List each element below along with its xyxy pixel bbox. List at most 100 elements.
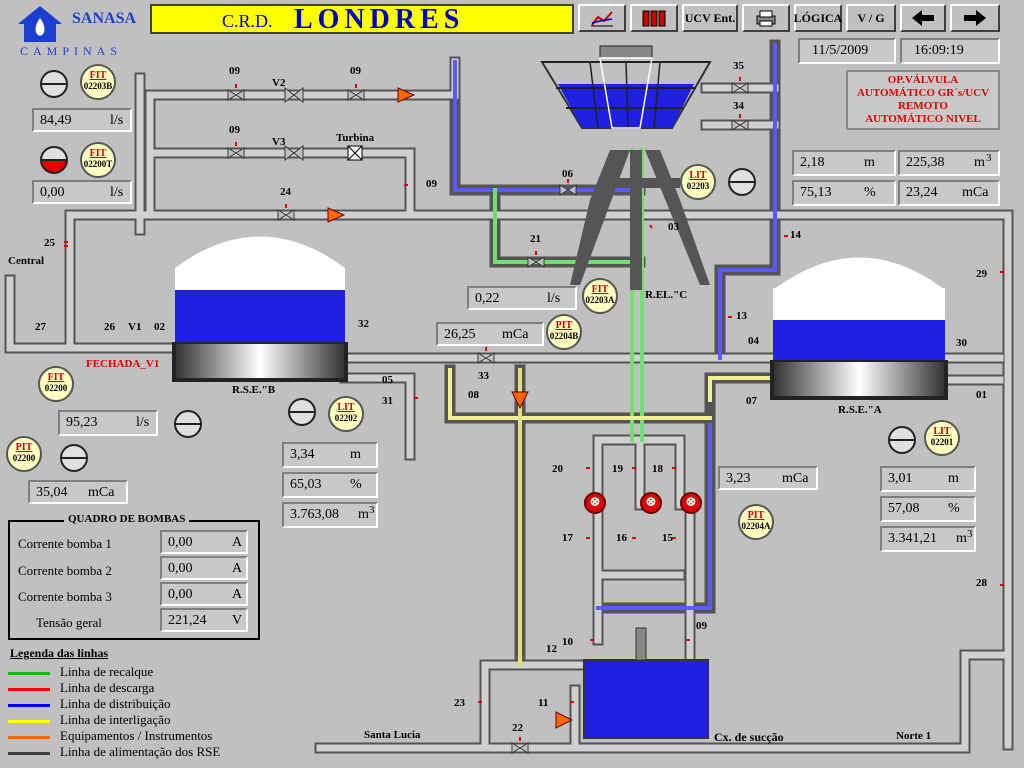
value: 84,49 (40, 113, 72, 128)
gauge-fit-02200t-icon (40, 146, 68, 174)
unit: mCa (502, 327, 529, 342)
unit: l/s (110, 185, 124, 200)
tag-type: LIT (689, 170, 707, 181)
valve-v3[interactable]: V3 (272, 136, 286, 148)
forward-button[interactable] (950, 4, 1000, 32)
pump-2-icon[interactable]: ⊗ (640, 492, 662, 514)
print-button[interactable] (742, 4, 790, 32)
valve-21[interactable]: 21 (530, 233, 541, 245)
valve-v1[interactable]: V1 (128, 321, 142, 333)
value: 23,24 (906, 185, 938, 200)
valve-34[interactable]: 34 (733, 100, 744, 112)
bars-button[interactable] (630, 4, 678, 32)
tag-type: PIT (747, 510, 765, 521)
valve-16[interactable]: 16 (616, 532, 627, 544)
valve-09-d[interactable]: 09 (426, 178, 437, 190)
back-button[interactable] (900, 4, 946, 32)
valve-28[interactable]: 28 (976, 577, 987, 589)
valve-10[interactable]: 10 (562, 636, 573, 648)
valve-32[interactable]: 32 (358, 318, 369, 330)
valve-26[interactable]: 26 (104, 321, 115, 333)
gauge-lit-02202-icon (288, 398, 316, 426)
valve-13[interactable]: 13 (736, 310, 747, 322)
tag-id: 02204A (741, 521, 771, 531)
valve-25[interactable]: 25 (44, 237, 55, 249)
valve-03[interactable]: 03 (668, 221, 679, 233)
valve-09-e[interactable]: 09 (696, 620, 707, 632)
tag-id: 02200T (83, 159, 113, 169)
valve-09-b[interactable]: 09 (350, 65, 361, 77)
valve-20[interactable]: 20 (552, 463, 563, 475)
valve-04[interactable]: 04 (748, 335, 759, 347)
legend-label: Linha de alimentação dos RSE (60, 744, 221, 759)
legend-swatch (8, 719, 50, 723)
unit: mCa (88, 485, 115, 500)
trend-chart-icon (591, 11, 613, 27)
value: 0,00 (168, 587, 193, 602)
label-cx-succao: Cx. de sucção (714, 730, 784, 744)
valve-06[interactable]: 06 (562, 168, 573, 180)
valve-01[interactable]: 01 (976, 389, 987, 401)
date-display: 11/5/2009 (798, 38, 896, 64)
value: 2,18 (800, 155, 825, 170)
valve-05[interactable]: 05 (382, 374, 393, 386)
vg-button[interactable]: V / G (846, 4, 896, 32)
legend-label: Linha de recalque (60, 664, 154, 679)
logica-button[interactable]: LÓGICA (794, 4, 842, 32)
valve-24[interactable]: 24 (280, 186, 291, 198)
valve-31[interactable]: 31 (382, 395, 393, 407)
ucv-ent-button[interactable]: UCV Ent. (682, 4, 738, 32)
valve-08[interactable]: 08 (468, 389, 479, 401)
valve-15[interactable]: 15 (662, 532, 673, 544)
valve-19[interactable]: 19 (612, 463, 623, 475)
valve-29[interactable]: 29 (976, 268, 987, 280)
valve-v2[interactable]: V2 (272, 77, 286, 89)
gauge-fit-02203b-icon (40, 70, 68, 98)
unit: A (232, 535, 243, 550)
valve-11[interactable]: 11 (538, 697, 549, 709)
tag-id: 02201 (930, 437, 954, 447)
legend-title: Legenda das linhas (10, 646, 109, 660)
valve-02[interactable]: 02 (154, 321, 165, 333)
valve-27[interactable]: 27 (35, 321, 46, 333)
tag-id: 02202 (334, 413, 358, 423)
valve-09-a[interactable]: 09 (229, 65, 240, 77)
valve-30[interactable]: 30 (956, 337, 967, 349)
pump-row-2: Corrente bomba 2 (18, 563, 112, 579)
legend-swatch (8, 671, 50, 675)
company-sub: CAMPINAS (20, 44, 123, 58)
time-display: 16:09:19 (900, 38, 1000, 64)
valve-09-c[interactable]: 09 (229, 124, 240, 136)
valve-35[interactable]: 35 (733, 60, 744, 72)
status-automatico-gr: AUTOMÁTICO GR´s/UCV (856, 87, 990, 99)
valve-17[interactable]: 17 (562, 532, 573, 544)
unit: l/s (547, 291, 561, 306)
valve-14[interactable]: 14 (790, 229, 801, 241)
valve-23[interactable]: 23 (454, 697, 465, 709)
gauge-lit-02201-icon (888, 426, 916, 454)
valve-22[interactable]: 22 (512, 722, 523, 734)
pump-1-icon[interactable]: ⊗ (584, 492, 606, 514)
valve-07[interactable]: 07 (746, 395, 757, 407)
tag-id: 02203A (585, 295, 615, 305)
legend-item-alimentacao: Linha de alimentação dos RSE (8, 744, 220, 760)
pump-row-label: Corrente bomba 1 (18, 536, 112, 551)
cube-sup: 3 (967, 528, 973, 540)
valve-33[interactable]: 33 (478, 370, 489, 382)
label-turbina: Turbina (336, 132, 375, 144)
trend-button[interactable] (578, 4, 626, 32)
valve-18[interactable]: 18 (652, 463, 663, 475)
valve-12[interactable]: 12 (546, 643, 557, 655)
pump-3-icon[interactable]: ⊗ (680, 492, 702, 514)
